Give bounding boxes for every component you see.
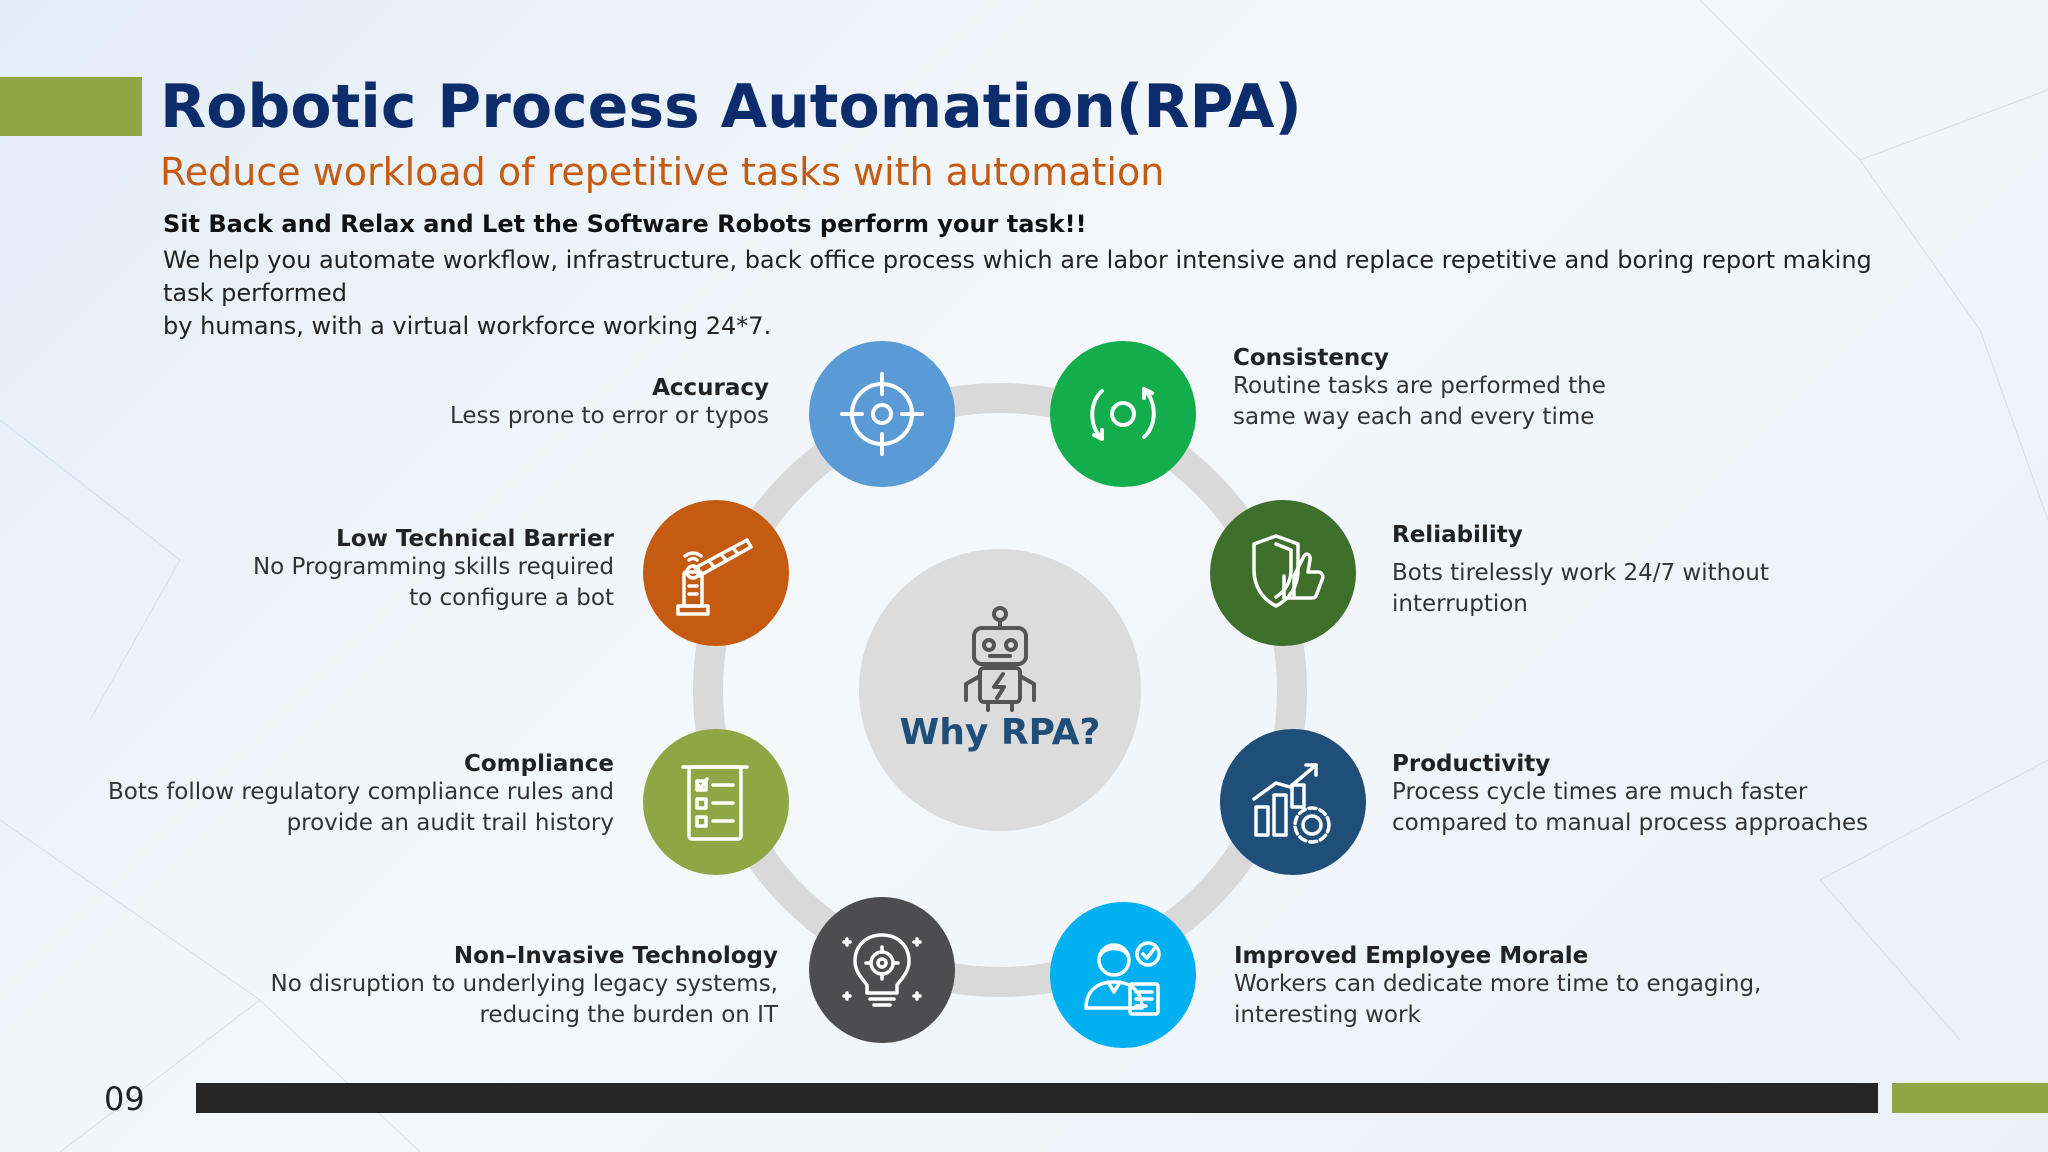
- lightbulb-gear-icon: [842, 933, 922, 1007]
- intro-line-2: by humans, with a virtual workforce work…: [163, 312, 772, 340]
- benefit-title: Low Technical Barrier: [336, 526, 614, 552]
- shield-thumbs-up-icon: [1252, 534, 1325, 608]
- benefit-reliability: Reliability Bots tirelessly work 24/7 wi…: [1392, 522, 1769, 620]
- productivity-circle: [1220, 729, 1366, 875]
- benefit-title: Consistency: [1233, 345, 1389, 371]
- benefit-title: Reliability: [1392, 522, 1523, 548]
- low-barrier-circle: [643, 500, 789, 646]
- benefit-desc-line: interruption: [1392, 591, 1528, 617]
- benefit-desc-line: interesting work: [1234, 1002, 1421, 1028]
- benefit-morale: Improved Employee Morale Workers can ded…: [1234, 943, 1761, 1031]
- page-title: Robotic Process Automation(RPA): [160, 72, 1302, 142]
- benefit-ring: [693, 383, 1307, 997]
- benefit-desc-line: No Programming skills required: [252, 554, 614, 580]
- robot-icon: [964, 606, 1036, 712]
- benefit-desc-line: Less prone to error or typos: [449, 403, 769, 429]
- benefit-title: Productivity: [1392, 751, 1551, 777]
- page-number: 09: [104, 1080, 145, 1118]
- benefit-desc-line: same way each and every time: [1233, 404, 1595, 430]
- benefit-desc-line: to configure a bot: [409, 585, 614, 611]
- benefit-consistency: Consistency Routine tasks are performed …: [1233, 345, 1606, 433]
- benefit-desc-line: Bots tirelessly work 24/7 without: [1392, 560, 1769, 586]
- benefit-title: Compliance: [463, 751, 614, 777]
- benefit-productivity: Productivity Process cycle times are muc…: [1392, 751, 1868, 839]
- barrier-gate-icon: [676, 538, 753, 616]
- benefit-low-barrier: Low Technical Barrier No Programming ski…: [253, 526, 614, 614]
- morale-circle: [1050, 902, 1196, 1048]
- employee-icon: [1084, 941, 1161, 1016]
- benefit-desc-line: reducing the burden on IT: [479, 1002, 778, 1028]
- footer-accent-bar: [1892, 1083, 2048, 1113]
- benefit-accuracy: Accuracy Less prone to error or typos: [450, 375, 769, 432]
- intro-line-1: We help you automate workflow, infrastru…: [163, 246, 1872, 307]
- benefit-non-invasive: Non–Invasive Technology No disruption to…: [271, 943, 778, 1031]
- tagline: Sit Back and Relax and Let the Software …: [163, 210, 1087, 238]
- page-subtitle: Reduce workload of repetitive tasks with…: [160, 150, 1165, 194]
- benefit-compliance: Compliance Bots follow regulatory compli…: [108, 751, 614, 839]
- reliability-circle: [1210, 500, 1356, 646]
- benefit-title: Improved Employee Morale: [1234, 943, 1589, 969]
- benefit-desc-line: Bots follow regulatory compliance rules …: [108, 779, 614, 805]
- benefit-title: Non–Invasive Technology: [453, 943, 778, 969]
- footer-bar: [196, 1083, 1878, 1113]
- intro-paragraph: We help you automate workflow, infrastru…: [163, 244, 1923, 343]
- benefit-desc-line: Process cycle times are much faster: [1392, 779, 1808, 805]
- non-invasive-circle: [809, 897, 955, 1043]
- benefit-desc-line: provide an audit trail history: [286, 810, 614, 836]
- benefit-desc-line: No disruption to underlying legacy syste…: [270, 971, 778, 997]
- compliance-circle: [643, 729, 789, 875]
- title-accent-bar: [0, 77, 142, 136]
- why-rpa-label: Why RPA?: [899, 712, 1101, 753]
- accuracy-circle: [809, 341, 955, 487]
- benefit-desc-line: Workers can dedicate more time to engagi…: [1234, 971, 1762, 997]
- chart-gear-icon: [1252, 763, 1331, 844]
- benefit-title: Accuracy: [652, 375, 769, 401]
- benefit-desc-line: Routine tasks are performed the: [1233, 373, 1606, 399]
- benefit-desc-line: compared to manual process approaches: [1392, 810, 1869, 836]
- target-icon: [840, 372, 924, 456]
- checklist-icon: [681, 765, 749, 841]
- cycle-icon: [1090, 387, 1156, 441]
- consistency-circle: [1050, 341, 1196, 487]
